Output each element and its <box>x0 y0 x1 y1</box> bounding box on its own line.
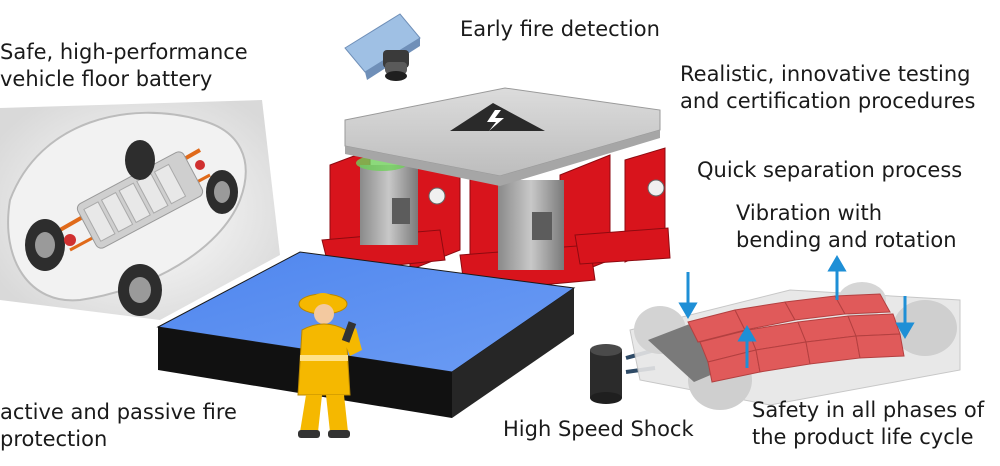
label-vibration-line-1: Vibration with <box>736 201 883 225</box>
label-fire-protection-line-1: active and passive fire <box>0 400 237 424</box>
label-fire-protection-line-2: protection <box>0 427 108 451</box>
label-vibration: Vibration with bending and rotation <box>736 200 957 254</box>
chassis-lifecycle-illustration <box>629 255 961 410</box>
label-quick-separation: Quick separation process <box>697 158 963 182</box>
label-vehicle-floor-battery-line-1: Safe, high-performance <box>0 40 248 64</box>
label-lifecycle-line-1: Safety in all phases of <box>752 398 985 422</box>
fire-sensor-icon <box>344 13 421 81</box>
label-testing-line-1: Realistic, innovative testing <box>680 62 971 86</box>
shaker-test-rig <box>321 87 671 293</box>
label-testing-certification: Realistic, innovative testing and certif… <box>680 61 975 115</box>
label-vehicle-floor-battery: Safe, high-performance vehicle floor bat… <box>0 39 248 93</box>
label-vibration-line-2: bending and rotation <box>736 228 957 252</box>
firefighter-figure <box>297 293 362 438</box>
label-high-speed-shock: High Speed Shock <box>503 417 694 441</box>
vehicle-floor-battery-image <box>0 100 280 320</box>
label-vehicle-floor-battery-line-2: vehicle floor battery <box>0 67 213 91</box>
label-testing-line-2: and certification procedures <box>680 89 976 113</box>
label-product-lifecycle: Safety in all phases of the product life… <box>752 397 984 451</box>
vibration-arrows <box>678 255 915 368</box>
label-early-fire-detection: Early fire detection <box>460 17 660 41</box>
label-lifecycle-line-2: the product life cycle <box>752 425 974 449</box>
label-fire-protection: active and passive fire protection <box>0 399 237 453</box>
shock-impactor <box>590 344 656 404</box>
high-voltage-icon <box>450 103 545 131</box>
